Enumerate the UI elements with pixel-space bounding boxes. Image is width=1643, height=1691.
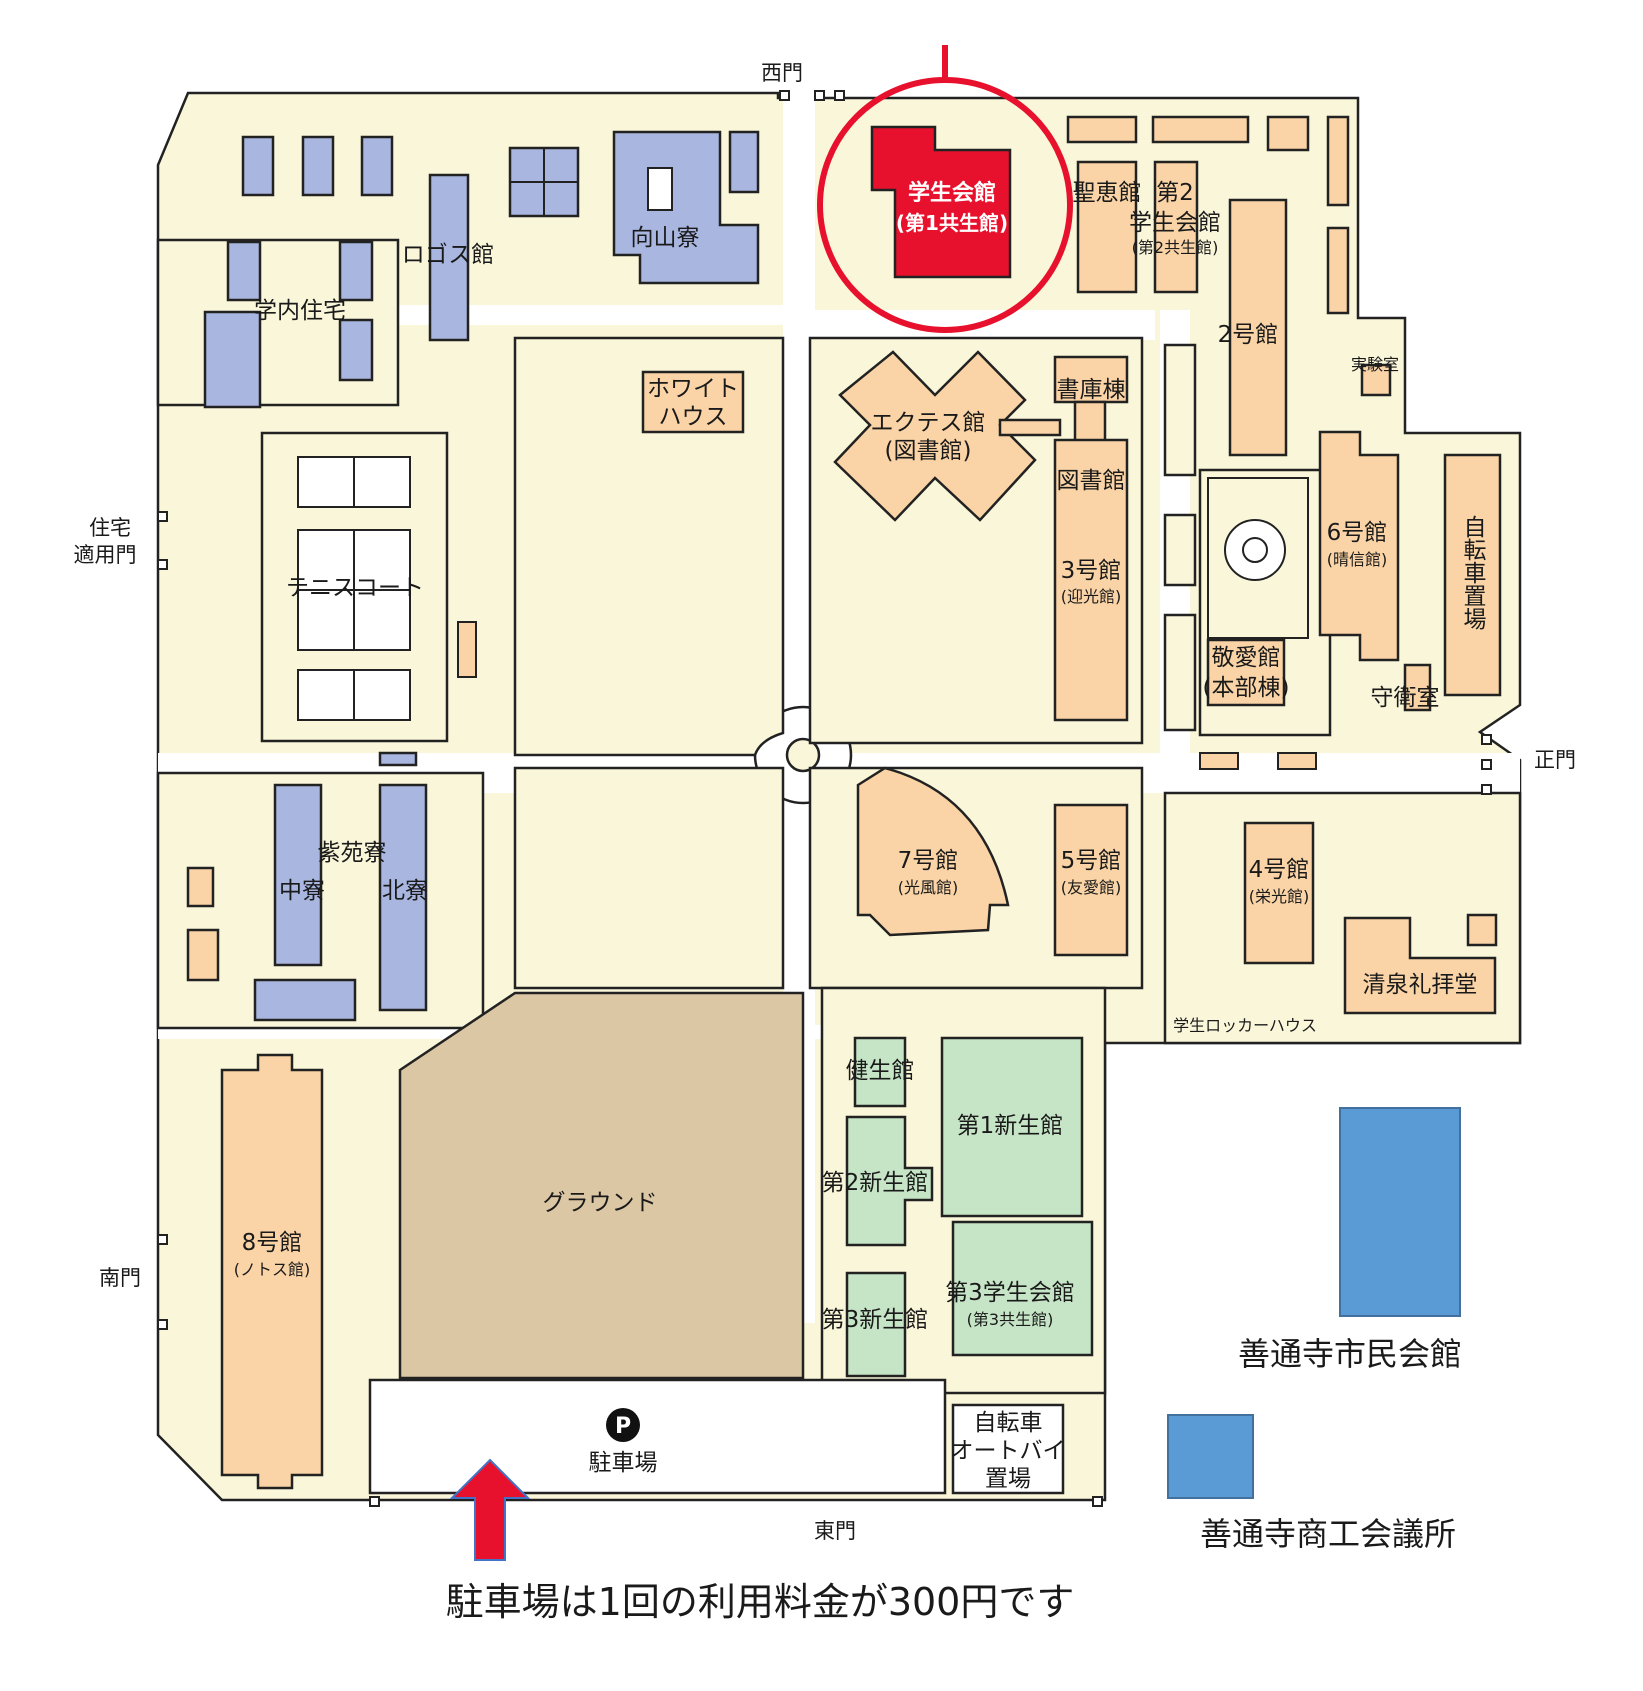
bldg7-label: 7号館 [898, 848, 959, 874]
bike-moto-parking [951, 1403, 1065, 1495]
chapel-label: 清泉礼拝堂 [1363, 972, 1478, 998]
bike-moto-line2: オートバイ [951, 1438, 1066, 1464]
bldg5-label: 5号館 [1061, 848, 1122, 874]
academic-buildings-ne [1066, 115, 1392, 457]
bldg8-label: 8号館 [242, 1230, 303, 1256]
ground [398, 991, 805, 1380]
bicycle-parking-label: 自転車置場 [1459, 515, 1487, 630]
bike-moto-line3: 置場 [985, 1466, 1031, 1492]
naka-label: 中寮 [279, 878, 325, 904]
bldg6-label: 6号館 [1327, 520, 1388, 546]
city-hall-building [1339, 1107, 1461, 1317]
locker-label: 学生ロッカーハウス [1173, 1016, 1317, 1035]
bldg3-label: 3号館 [1061, 558, 1122, 584]
road-markers [1199, 752, 1317, 770]
white-house-line2: ハウス [659, 404, 728, 430]
keiai-sub: (本部棟) [1203, 675, 1290, 701]
west-gate-label: 西門 [761, 61, 803, 85]
kita-label: 北寮 [382, 878, 428, 904]
academic-buildings-east [1206, 430, 1502, 712]
main-gate-label: 正門 [1534, 748, 1576, 772]
small-shed [457, 621, 477, 678]
green-buildings [845, 1036, 1094, 1378]
parking-fee-notice: 駐車場は1回の利用料金が300円です [446, 1580, 1075, 1624]
academic-buildings-center [856, 766, 1498, 1015]
parking-lot [368, 1378, 947, 1495]
student-hall: 学生会館 (第1共生館) [870, 125, 1012, 279]
extes-label: エクテス館 [871, 410, 986, 436]
faculty-housing-label: 学内住宅 [254, 298, 346, 324]
bldg2-label: 2号館 [1218, 322, 1279, 348]
west-gate-posts [779, 90, 845, 101]
keiai-label: 敬愛館 [1212, 645, 1281, 671]
residence-gate-line2: 適用門 [74, 543, 137, 567]
white-house-line1: ホワイト [647, 376, 739, 402]
second-hall-sub: (第2共生館) [1132, 238, 1219, 257]
ground-label: グラウンド [543, 1190, 658, 1216]
bldg8 [220, 1053, 324, 1490]
residence-gate-posts [157, 511, 168, 570]
shinsei3-label: 第3新生館 [822, 1307, 929, 1333]
city-hall-label: 善通寺市民会館 [1238, 1335, 1462, 1373]
parking-icon [606, 1408, 640, 1442]
bldg3-sub: (迎光館) [1061, 587, 1122, 606]
shien-label: 紫苑寮 [318, 840, 387, 866]
library-label: 図書館 [1057, 468, 1126, 494]
east-gate-posts [369, 1496, 1103, 1507]
bldg4-sub: (栄光館) [1249, 887, 1310, 906]
tennis-courts [297, 456, 411, 721]
bldg6-sub: (晴信館) [1327, 550, 1388, 569]
main-gate-posts [1481, 734, 1492, 795]
small-annexes [186, 866, 220, 982]
bldg4-label: 4号館 [1249, 857, 1310, 883]
south-gate-posts [157, 1234, 168, 1330]
bldg5-sub: (友愛館) [1061, 878, 1122, 897]
chamber-label: 善通寺商工会議所 [1200, 1515, 1456, 1553]
dorm-buildings [203, 130, 760, 1022]
second-hall-line2: 学生会館 [1129, 210, 1221, 236]
bldg7-sub: (光風館) [898, 878, 959, 897]
entrance-arrow [449, 1458, 531, 1561]
residence-gate-line1: 住宅 [89, 516, 131, 540]
chamber-building [1167, 1414, 1254, 1499]
dorm-details [510, 148, 673, 216]
extes-sub: (図書館) [885, 438, 972, 464]
guard-label: 守衛室 [1371, 685, 1440, 711]
tennis-label: テニスコート [286, 575, 424, 601]
bike-moto-line1: 自転車 [974, 1410, 1043, 1436]
extes-building [833, 350, 1129, 722]
plaza [1207, 477, 1309, 639]
stacks-label: 書庫棟 [1057, 377, 1126, 403]
kensei-label: 健生館 [846, 1058, 915, 1084]
seikei-label: 聖恵館 [1073, 180, 1142, 206]
shinsei1-label: 第1新生館 [957, 1113, 1064, 1139]
parking-label: 駐車場 [589, 1450, 658, 1476]
svg-text:(第1共生館): (第1共生館) [896, 211, 1008, 235]
white-house [641, 370, 745, 434]
lab-label: 実験室 [1351, 355, 1399, 374]
east-gate-label: 東門 [814, 1519, 856, 1543]
parking-icon-letter: P [615, 1414, 631, 1439]
logos-label: ロゴス館 [402, 242, 494, 268]
svg-text:学生会館: 学生会館 [908, 180, 996, 206]
third-hall-sub: (第3共生館) [967, 1310, 1054, 1329]
third-hall-label: 第3学生会館 [945, 1280, 1075, 1306]
shinsei2-label: 第2新生館 [822, 1170, 929, 1196]
second-hall-line1: 第2 [1156, 180, 1194, 206]
bldg8-sub: (ノトス館) [234, 1260, 311, 1279]
mukaiyama-label: 向山寮 [631, 225, 700, 251]
south-gate-label: 南門 [99, 1266, 141, 1290]
